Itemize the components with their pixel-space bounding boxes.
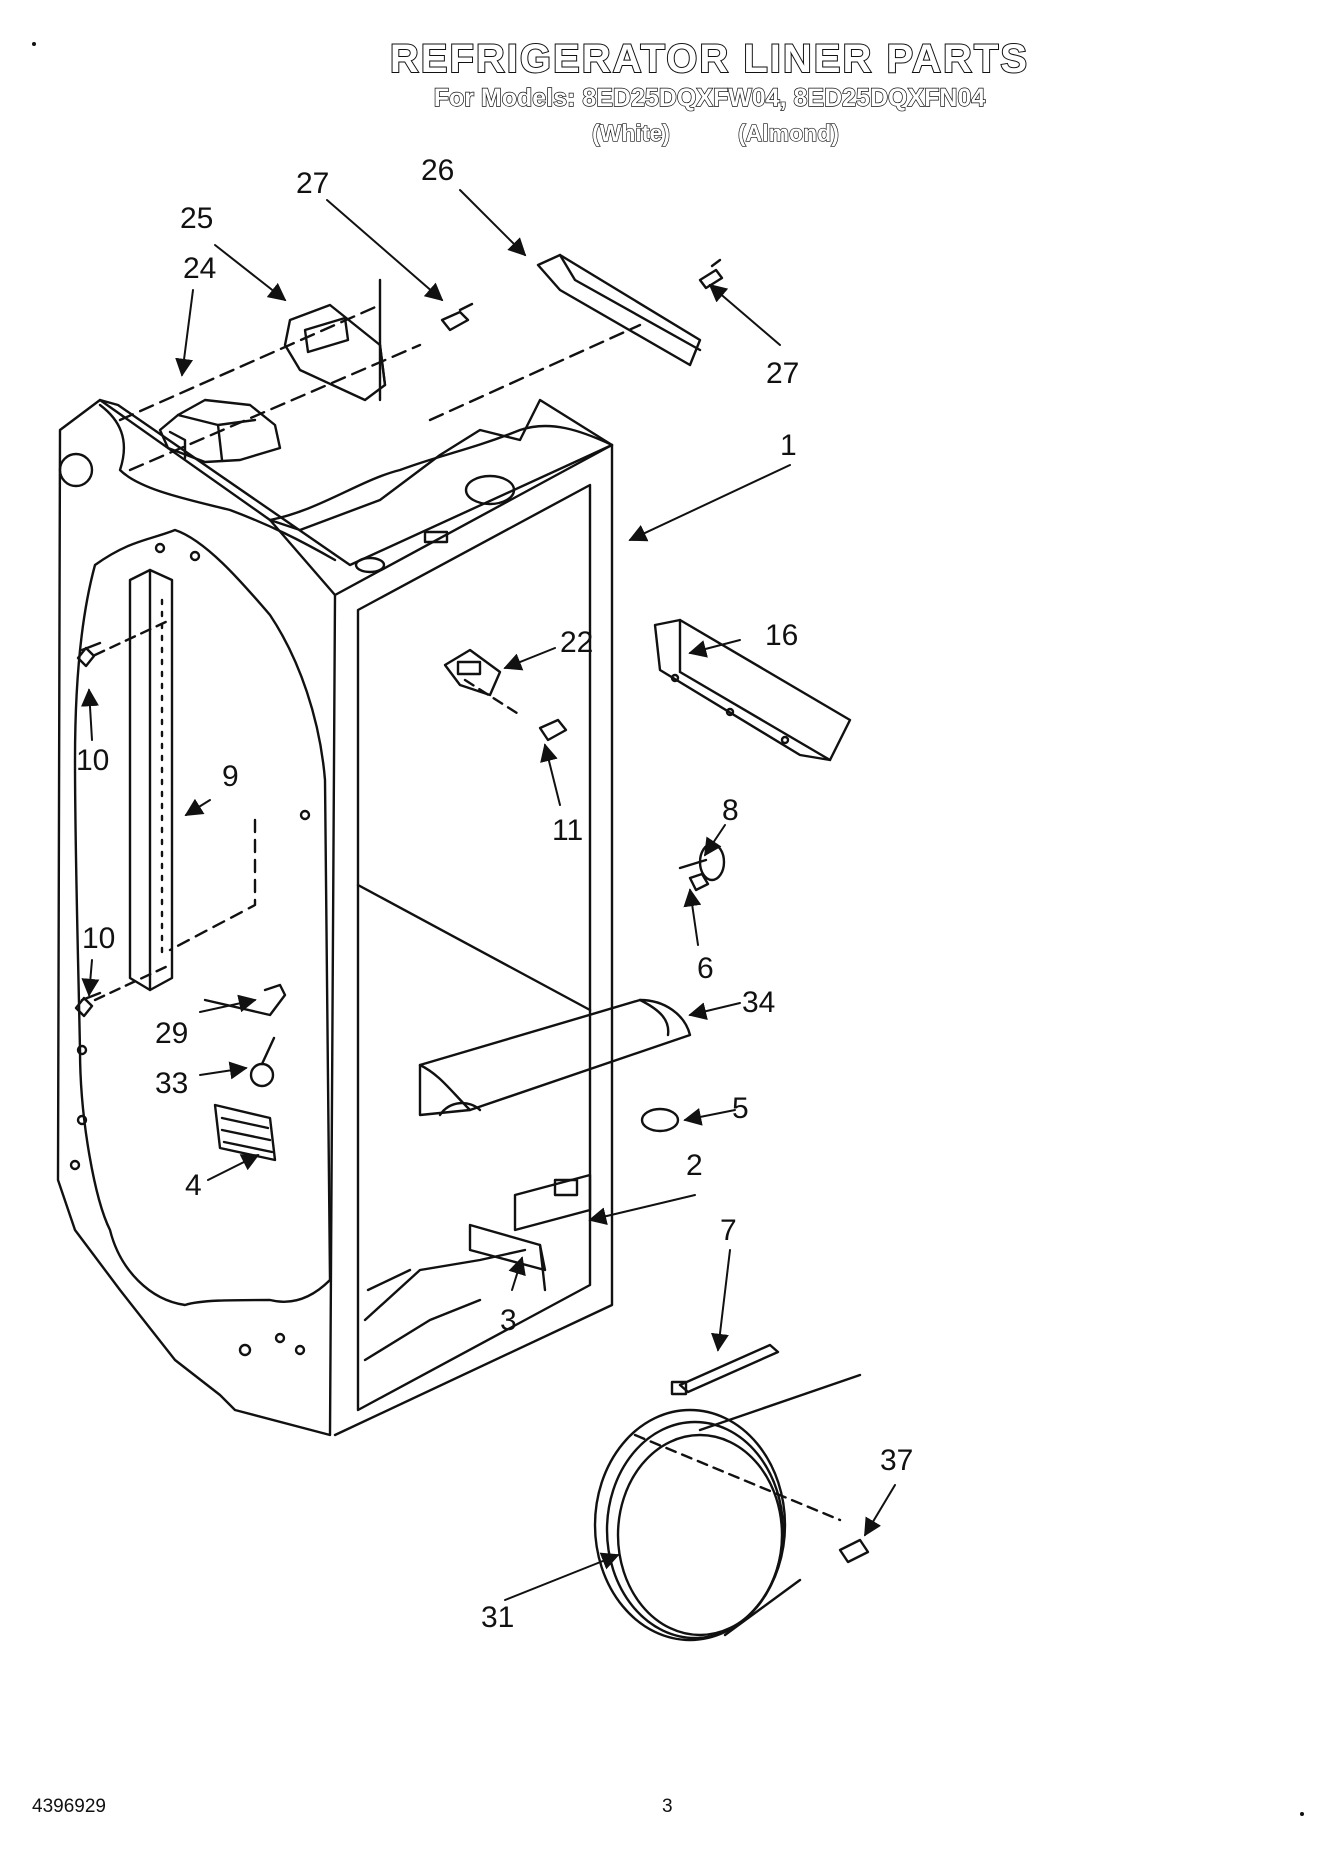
callout-29: 29	[155, 1017, 188, 1050]
part-22-bracket	[443, 648, 502, 697]
part-4-grille	[213, 1103, 277, 1162]
callout-37: 37	[880, 1444, 913, 1477]
part-8-6-roller	[678, 842, 726, 892]
callout-27-top: 27	[296, 167, 329, 200]
callout-8: 8	[722, 794, 739, 827]
callout-22: 22	[560, 626, 593, 659]
variant-white: (White)	[591, 119, 670, 146]
variant-almond: (Almond)	[737, 119, 839, 146]
scan-mark	[32, 42, 36, 46]
part-25-bracket	[283, 278, 387, 402]
part-7-cable-tie	[670, 1343, 780, 1396]
callout-11: 11	[552, 814, 583, 847]
callout-3: 3	[500, 1304, 517, 1337]
part-16-cover	[653, 618, 852, 762]
callout-4: 4	[185, 1169, 202, 1202]
leader-lines	[80, 189, 896, 1601]
part-11-screw	[538, 718, 568, 742]
callout-labels: 1 2 3 4 5 6 7 8 9 10 10 11 16 22 24 25 2…	[76, 154, 913, 1634]
document-number: 4396929	[32, 1796, 106, 1817]
callout-33: 33	[155, 1067, 188, 1100]
callout-1: 1	[780, 429, 797, 462]
part-9-shelf-rail	[128, 568, 174, 992]
part-3-bracket	[468, 1223, 547, 1292]
callout-34: 34	[742, 986, 775, 1019]
part-24-control-housing	[158, 398, 282, 464]
part-34-cover	[418, 998, 692, 1117]
callout-24: 24	[183, 252, 216, 285]
page-number: 3	[662, 1796, 673, 1817]
callout-25: 25	[180, 202, 213, 235]
part-2-bracket	[513, 1173, 592, 1232]
callout-2: 2	[686, 1149, 703, 1182]
callout-9: 9	[222, 760, 239, 793]
callout-31: 31	[481, 1601, 514, 1634]
callout-10-upper: 10	[76, 744, 109, 777]
scan-mark	[1300, 1812, 1304, 1816]
page-title: REFRIGERATOR LINER PARTS	[389, 36, 1030, 82]
part-37-screw	[838, 1538, 870, 1564]
part-27-screws	[440, 258, 724, 332]
part-10-screws	[74, 641, 102, 1018]
models-line: For Models: 8ED25DQXFW04, 8ED25DQXFN04	[433, 83, 986, 112]
header: REFRIGERATOR LINER PARTS For Models: 8ED…	[0, 36, 1339, 113]
part-5-grommet	[640, 1107, 680, 1133]
callout-6: 6	[697, 952, 714, 985]
callout-5: 5	[732, 1092, 749, 1125]
callout-27-right: 27	[766, 357, 799, 390]
callout-10-lower: 10	[82, 922, 115, 955]
part-31-tubing-coil	[593, 1373, 862, 1642]
part-29-33-lamp	[203, 983, 287, 1088]
callout-26: 26	[421, 154, 454, 187]
callout-16: 16	[765, 619, 798, 652]
liner-cabinet	[56, 303, 842, 1522]
part-26-channel	[536, 253, 702, 367]
callout-7: 7	[720, 1214, 737, 1247]
